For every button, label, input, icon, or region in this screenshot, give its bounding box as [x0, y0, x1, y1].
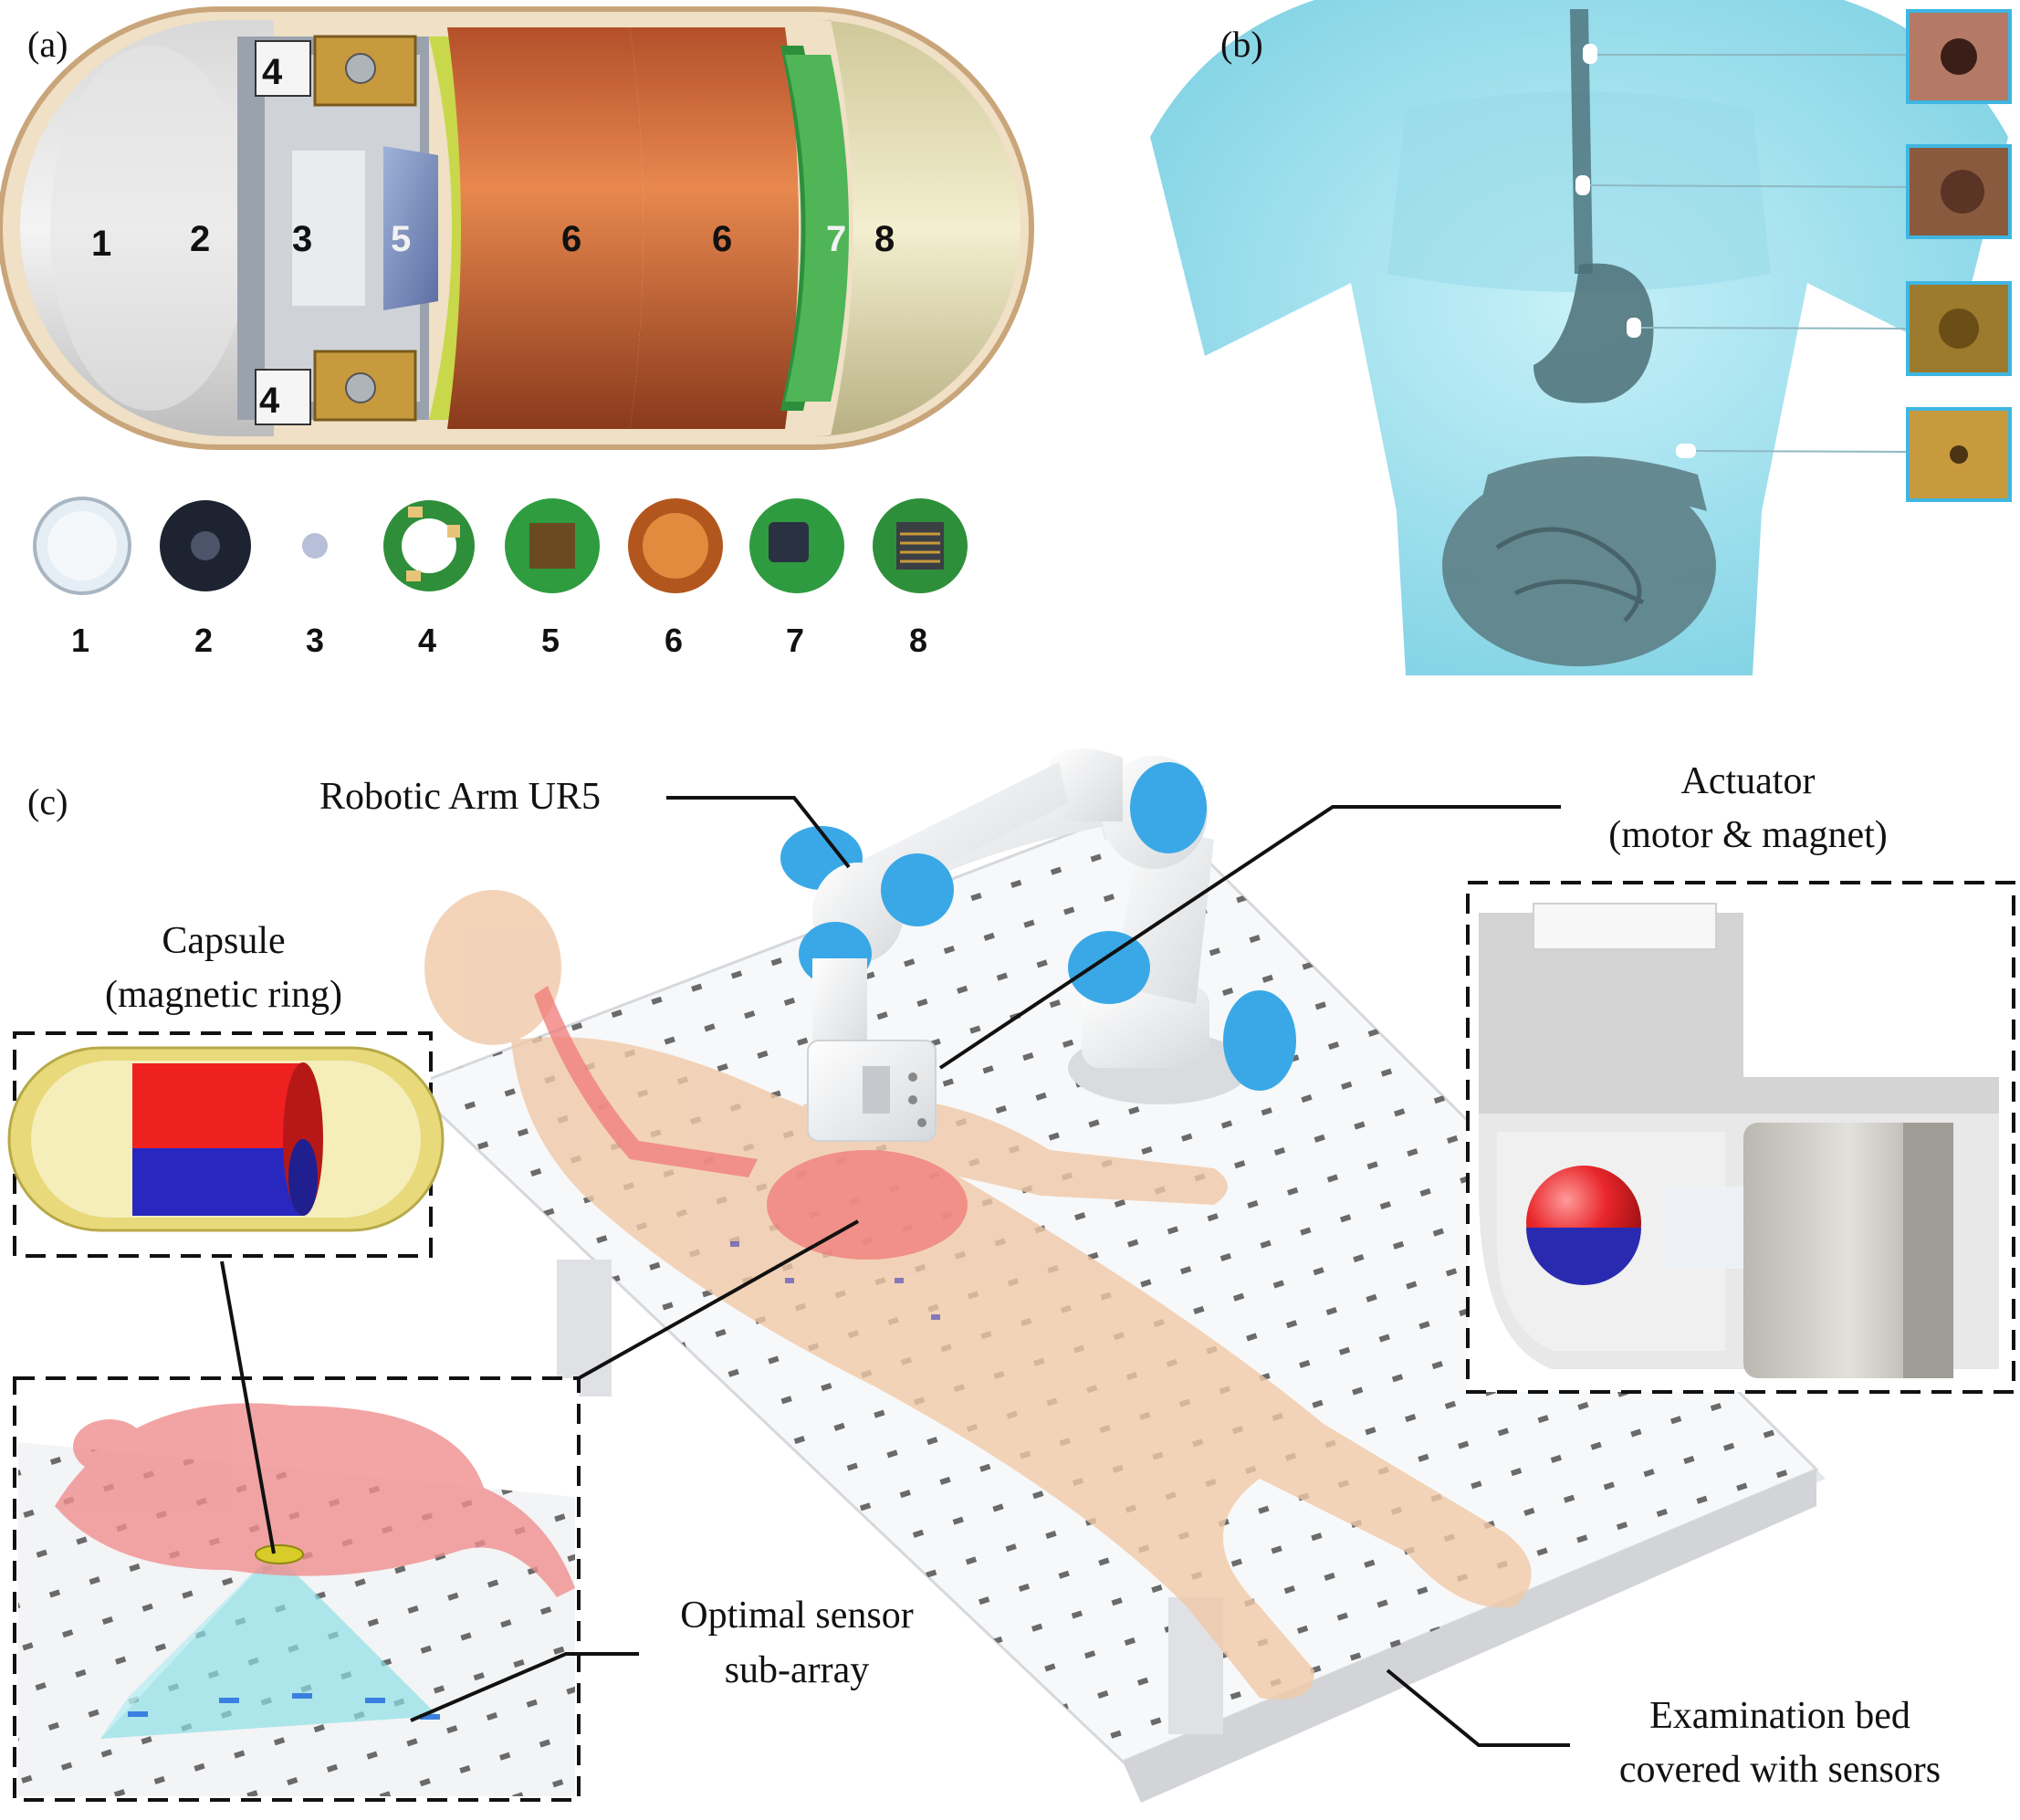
esophagus	[1570, 9, 1593, 274]
capsule-num-4-bottom: 4	[259, 381, 280, 421]
panel-a-label: (a)	[27, 24, 68, 65]
capsule-num-8: 8	[874, 219, 895, 259]
capsule-inset	[7, 1031, 445, 1258]
part-num-8: 8	[909, 622, 927, 659]
robotic-arm-ur5	[780, 748, 1296, 1142]
capsule-num-4-top: 4	[262, 52, 283, 92]
capsule-parts-row	[33, 497, 968, 595]
label-bed-line1: Examination bed	[1649, 1695, 1910, 1737]
sensor-subarray-inset	[13, 1376, 581, 1802]
capsule-num-3: 3	[292, 219, 312, 259]
capsule-num-1: 1	[91, 224, 111, 264]
intestines	[1442, 456, 1716, 666]
magnetic-ring	[132, 1063, 310, 1148]
label-sensor-line1: Optimal sensor	[680, 1595, 913, 1637]
part-num-6: 6	[665, 622, 683, 659]
label-actuator-line2: (motor & magnet)	[1608, 814, 1888, 856]
endoscopy-thumbnails	[1906, 9, 2012, 502]
capsule-parts-numbers: 1 2 3 4 5 6 7 8	[71, 622, 927, 659]
capsule-num-6b: 6	[712, 219, 732, 259]
panel-b: (b)	[1150, 0, 2012, 675]
capsule-num-5: 5	[391, 219, 411, 259]
label-capsule-line2: (magnetic ring)	[105, 974, 342, 1016]
part-num-5: 5	[541, 622, 560, 659]
label-actuator-line1: Actuator	[1681, 760, 1816, 802]
part-num-4: 4	[418, 622, 436, 659]
label-sensor-line2: sub-array	[725, 1649, 870, 1691]
stomach	[1533, 263, 1654, 403]
actuator-inset	[1466, 881, 2015, 1394]
part-num-3: 3	[306, 622, 324, 659]
panel-c-label: (c)	[27, 781, 68, 822]
label-capsule-line1: Capsule	[162, 920, 285, 962]
label-bed-line2: covered with sensors	[1619, 1749, 1941, 1791]
panel-a: (a) 1 2 3 4 4	[0, 6, 1034, 659]
capsule-cutaway-numbers: 1 2 3 4 4 5 6 6 7 8	[91, 52, 895, 421]
part-num-1: 1	[71, 622, 89, 659]
part-num-2: 2	[194, 622, 213, 659]
leader-lines	[220, 796, 1570, 1747]
part-num-7: 7	[786, 622, 804, 659]
panel-b-label: (b)	[1220, 24, 1263, 65]
capsule-num-6a: 6	[561, 219, 581, 259]
capsule-cutaway	[0, 6, 1034, 450]
intestine-model	[55, 1403, 575, 1597]
panel-c: (c)	[7, 748, 2015, 1803]
capsule-num-7: 7	[826, 219, 846, 259]
capsule-num-2: 2	[190, 219, 210, 259]
patient-digestive-tract	[534, 986, 968, 1260]
label-robotic-arm: Robotic Arm UR5	[319, 776, 601, 818]
